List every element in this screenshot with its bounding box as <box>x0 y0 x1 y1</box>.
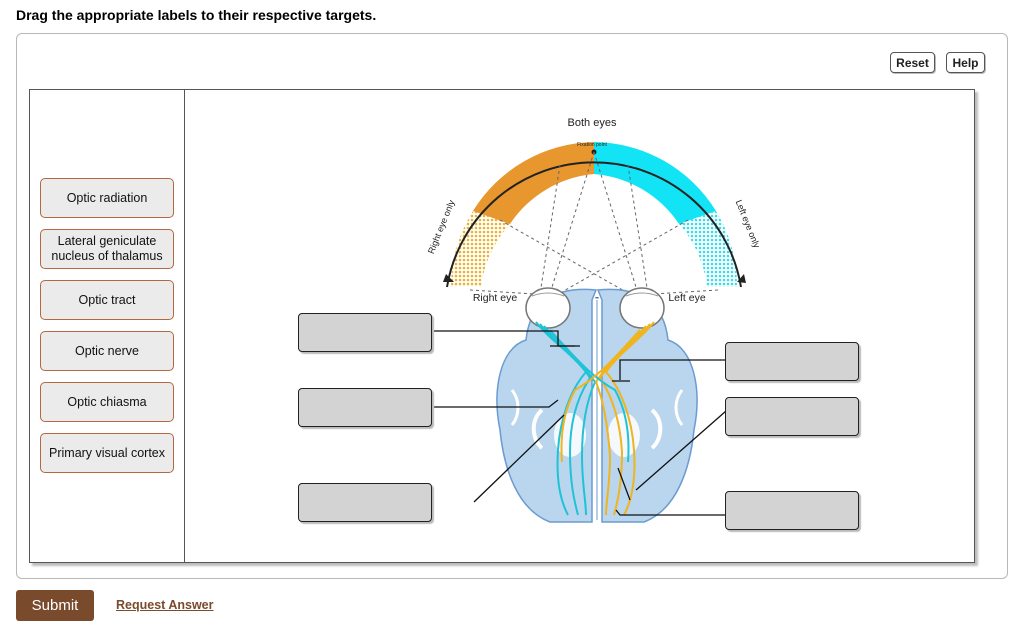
label-lateral-geniculate-nucleus[interactable]: Lateral geniculate nucleus of thalamus <box>40 229 174 269</box>
drop-target-3[interactable] <box>298 483 432 522</box>
left-eye-only-field <box>679 211 738 287</box>
right-eye-only-field <box>451 211 510 287</box>
label-optic-nerve[interactable]: Optic nerve <box>40 331 174 371</box>
eyes <box>525 287 665 329</box>
right-eye-only-label: Right eye only <box>426 198 457 255</box>
drop-target-1[interactable] <box>298 313 432 352</box>
binocular-field-right <box>473 142 594 224</box>
visual-pathway-diagram: Both eyes Fixation point Right eye only … <box>426 117 763 523</box>
right-eyeball <box>525 287 571 329</box>
drop-target-2[interactable] <box>298 388 432 427</box>
both-eyes-label: Both eyes <box>568 117 617 129</box>
left-eyeball <box>619 287 665 329</box>
brain <box>496 288 698 523</box>
drop-target-4[interactable] <box>725 342 859 381</box>
visual-field-arc-line <box>446 161 742 288</box>
label-optic-radiation[interactable]: Optic radiation <box>40 178 174 218</box>
fixation-point-label: Fixation point <box>577 142 607 148</box>
left-eye-label: Left eye <box>668 292 706 304</box>
reset-button[interactable]: Reset <box>890 52 935 73</box>
label-optic-tract[interactable]: Optic tract <box>40 280 174 320</box>
help-button[interactable]: Help <box>946 52 985 73</box>
label-column: Optic radiation Lateral geniculate nucle… <box>30 90 185 562</box>
optic-pathways <box>535 321 655 516</box>
right-eye-label: Right eye <box>473 292 518 304</box>
arc-arrow-left <box>443 274 454 282</box>
request-answer-link[interactable]: Request Answer <box>116 598 214 612</box>
leader-lines <box>434 330 727 516</box>
drop-target-6[interactable] <box>725 491 859 530</box>
label-optic-chiasma[interactable]: Optic chiasma <box>40 382 174 422</box>
submit-button[interactable]: Submit <box>16 590 94 621</box>
drop-target-5[interactable] <box>725 397 859 436</box>
label-primary-visual-cortex[interactable]: Primary visual cortex <box>40 433 174 473</box>
instructions: Drag the appropriate labels to their res… <box>16 7 377 23</box>
arc-arrow-right <box>737 274 746 283</box>
visual-field <box>443 142 746 321</box>
work-area: Optic radiation Lateral geniculate nucle… <box>29 89 975 563</box>
left-eye-only-label: Left eye only <box>734 198 763 250</box>
binocular-field-left <box>594 142 716 224</box>
